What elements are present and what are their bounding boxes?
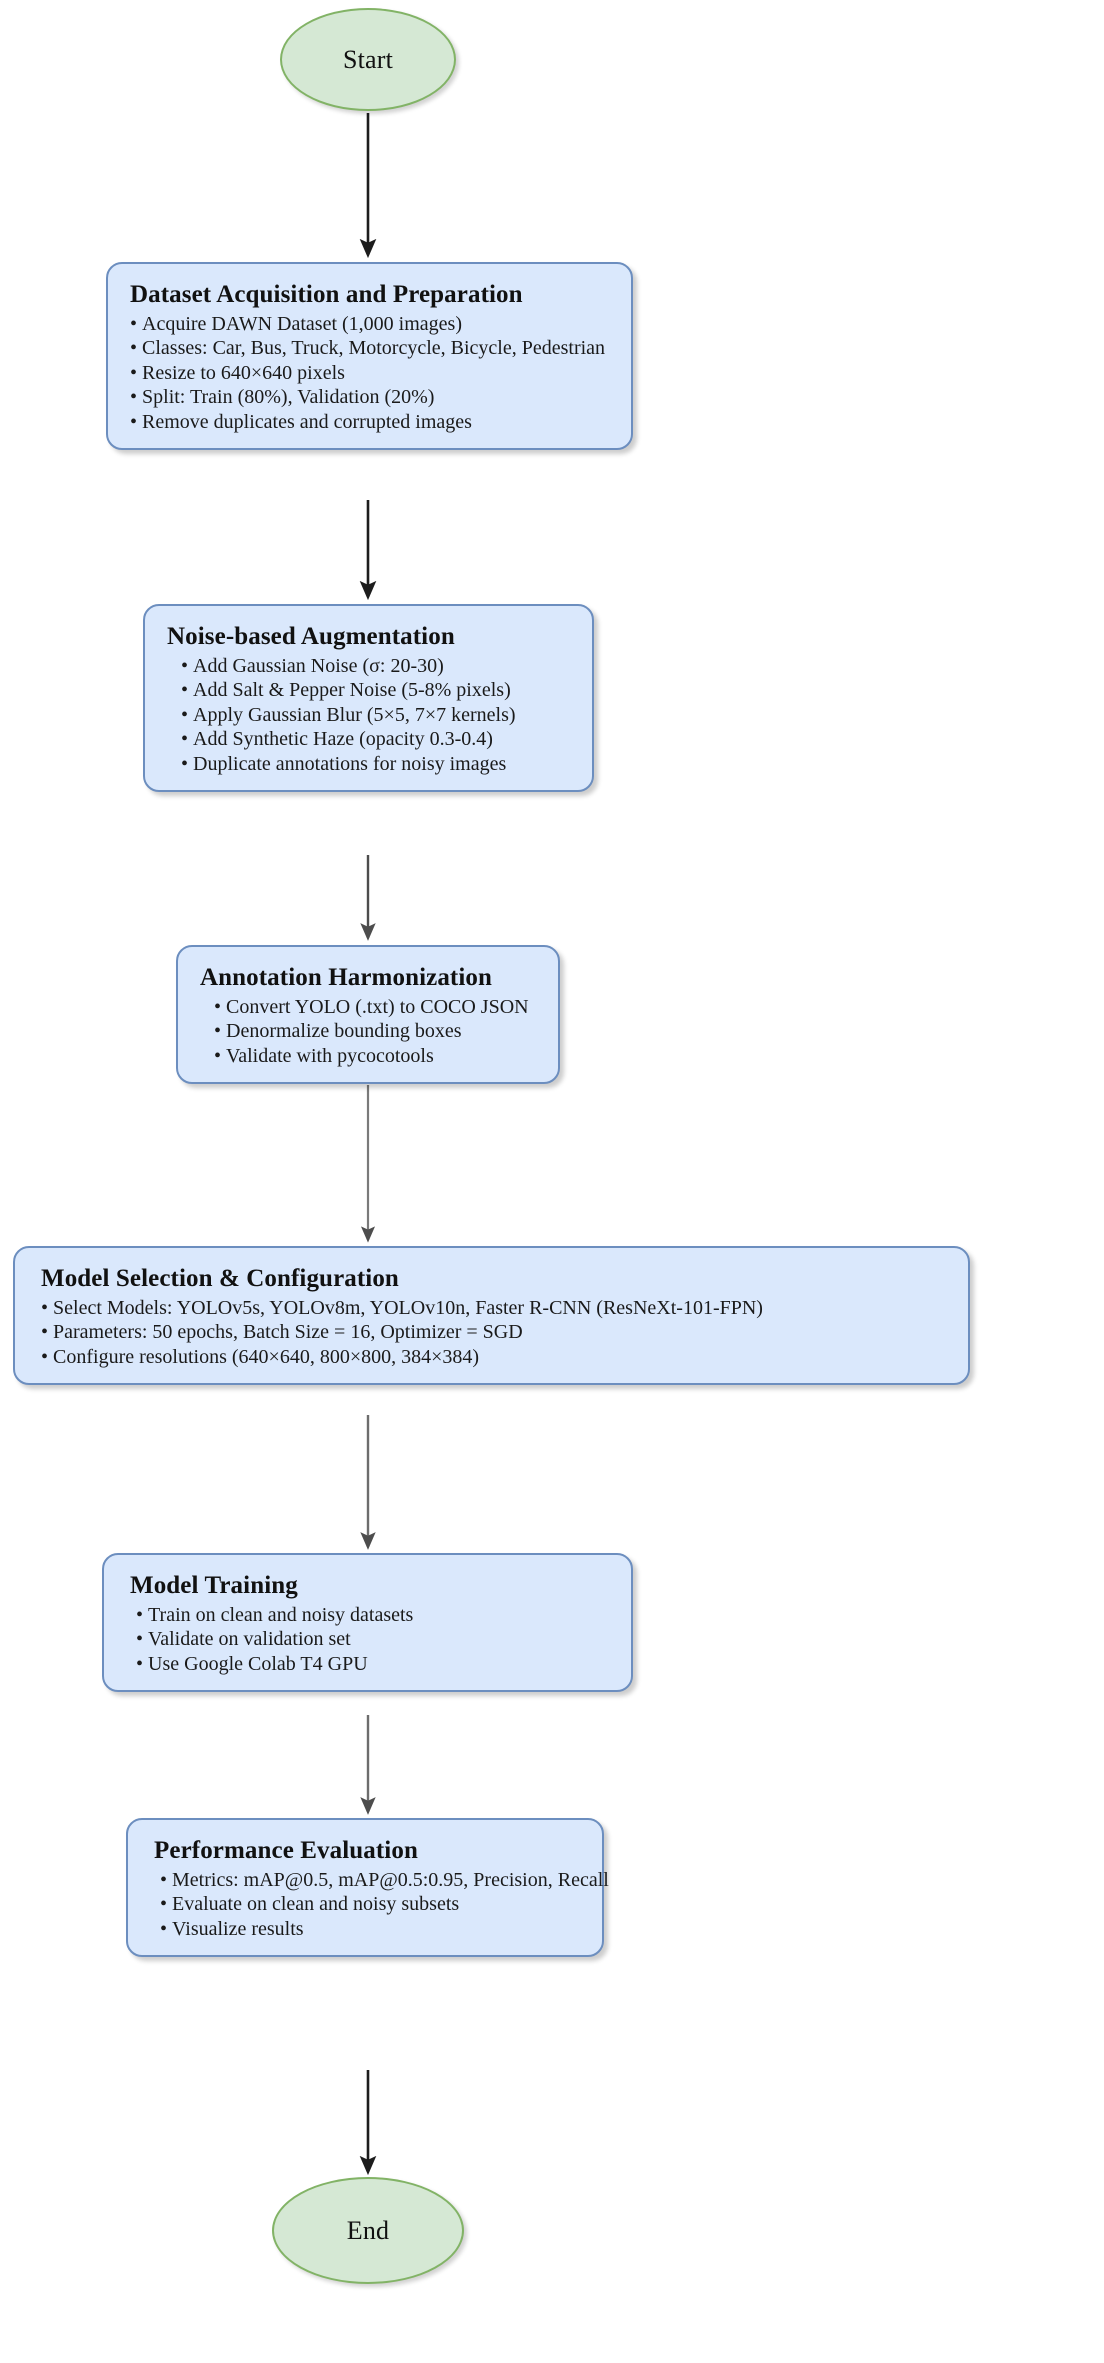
list-item: •Add Gaussian Noise (σ: 20-30) [181,655,444,677]
list-item: •Validate with pycocotools [214,1044,434,1067]
list-item: •Remove duplicates and corrupted images [130,410,472,433]
list-item: •Add Salt & Pepper Noise (5-8% pixels) [181,679,511,702]
node-model-selection[interactable]: Model Selection & Configuration •Select … [13,1246,970,1386]
list-item: •Train on clean and noisy datasets [136,1604,414,1626]
node-noise-augmentation[interactable]: Noise-based Augmentation •Add Gaussian N… [143,604,594,792]
list-item: •Add Synthetic Haze (opacity 0.3-0.4) [181,728,493,751]
node-evaluation-bullets: •Metrics: mAP@0.5, mAP@0.5:0.95, Precisi… [154,1868,609,1941]
node-augmentation-bullets: •Add Gaussian Noise (σ: 20-30) •Add Salt… [167,654,570,776]
node-augmentation-title: Noise-based Augmentation [167,623,455,650]
list-item: •Select Models: YOLOv5s, YOLOv8m, YOLOv1… [41,1297,763,1319]
list-item: •Validate on validation set [136,1628,351,1651]
list-item: •Denormalize bounding boxes [214,1020,462,1043]
node-model-training[interactable]: Model Training •Train on clean and noisy… [102,1553,633,1693]
list-item: •Apply Gaussian Blur (5×5, 7×7 kernels) [181,703,516,726]
node-start-label: Start [342,44,394,74]
list-item: •Acquire DAWN Dataset (1,000 images) [130,313,462,335]
node-annotation-title: Annotation Harmonization [200,964,492,991]
node-training-bullets: •Train on clean and noisy datasets •Vali… [130,1603,609,1676]
node-training-title: Model Training [130,1572,298,1599]
node-evaluation-title: Performance Evaluation [154,1837,418,1864]
node-annotation-bullets: •Convert YOLO (.txt) to COCO JSON •Denor… [200,995,536,1068]
list-item: •Configure resolutions (640×640, 800×800… [41,1345,480,1368]
list-item: •Split: Train (80%), Validation (20%) [130,386,435,409]
node-annotation-harmonization[interactable]: Annotation Harmonization •Convert YOLO (… [176,945,560,1085]
node-dataset-acquisition[interactable]: Dataset Acquisition and Preparation •Acq… [106,262,633,450]
node-dataset-title: Dataset Acquisition and Preparation [130,281,523,308]
node-end-label: End [346,2215,390,2245]
list-item: •Use Google Colab T4 GPU [136,1652,368,1675]
node-model-selection-bullets: •Select Models: YOLOv5s, YOLOv8m, YOLOv1… [41,1296,946,1369]
node-dataset-bullets: •Acquire DAWN Dataset (1,000 images) •Cl… [130,312,609,434]
list-item: •Resize to 640×640 pixels [130,361,345,384]
list-item: •Parameters: 50 epochs, Batch Size = 16,… [41,1321,523,1344]
node-model-selection-title: Model Selection & Configuration [41,1265,399,1292]
node-performance-evaluation[interactable]: Performance Evaluation •Metrics: mAP@0.5… [126,1818,609,1958]
list-item: •Convert YOLO (.txt) to COCO JSON [214,996,529,1018]
list-item: •Visualize results [160,1917,304,1940]
list-item: •Classes: Car, Bus, Truck, Motorcycle, B… [130,337,606,360]
node-start[interactable]: Start [280,8,456,111]
list-item: •Metrics: mAP@0.5, mAP@0.5:0.95, Precisi… [160,1869,609,1891]
list-item: •Evaluate on clean and noisy subsets [160,1893,460,1916]
list-item: •Duplicate annotations for noisy images [181,752,507,775]
node-end[interactable]: End [272,2177,464,2284]
